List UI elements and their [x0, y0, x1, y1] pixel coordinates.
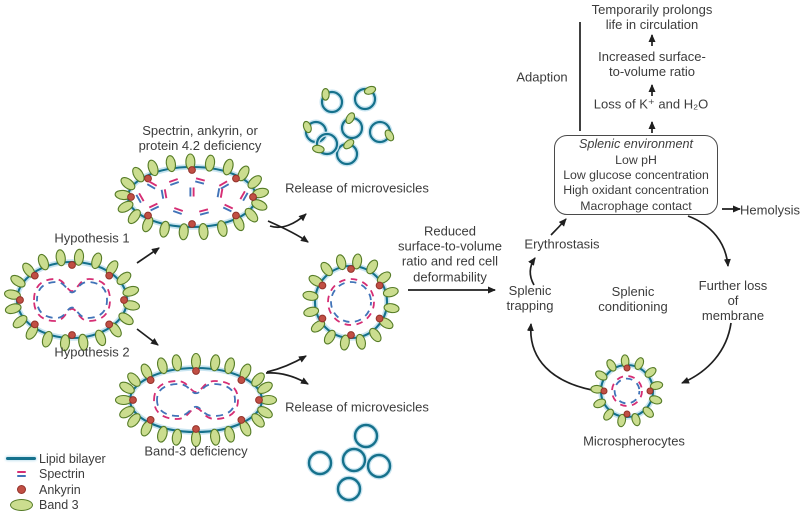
microvesicle [306, 449, 334, 477]
legend-row-spectrin: Spectrin [3, 467, 106, 483]
microvesicle [334, 138, 360, 167]
label-microspherocytes: Microspherocytes [583, 433, 685, 449]
env-box-line-low-ph: Low pH [615, 152, 657, 167]
microvesicle [335, 475, 363, 503]
env-box-title: Splenic environment [578, 137, 694, 152]
microvesicle [319, 87, 345, 115]
env-box-line-macrophage: Macrophage contact [580, 198, 692, 213]
label-erythrostasis: Erythrostasis [524, 236, 600, 252]
legend-label: Spectrin [39, 467, 85, 482]
label-increased-ratio: Increased surface- to-volume ratio [598, 48, 706, 79]
arrow [681, 322, 732, 384]
arrow [687, 215, 731, 267]
arrow [267, 220, 309, 243]
label-temporarily-prolongs: Temporarily prolongs life in circulation [591, 1, 713, 32]
lipid-bilayer-icon [3, 457, 39, 461]
arrow [528, 257, 536, 286]
label-loss-k-h2o: Loss of K⁺ and H₂O [593, 96, 709, 112]
arrow [526, 323, 593, 391]
microvesicle [312, 131, 340, 157]
microvesicle [365, 452, 393, 480]
microvesicle [367, 119, 395, 145]
spectrin-icon [3, 471, 39, 478]
ankyrin-icon [3, 485, 39, 495]
microvesicle [352, 422, 380, 450]
label-reduced-ratio: Reduced surface-to-volume ratio and red … [397, 223, 503, 285]
label-hemolysis: Hemolysis [740, 202, 800, 218]
label-splenic-trapping: Splenic trapping [506, 282, 554, 313]
legend-row-lipid-bilayer: Lipid bilayer [3, 451, 106, 467]
microvesicle [339, 112, 365, 141]
label-release-microvesicles-top: Release of microvesicles [285, 180, 429, 196]
microspherocyte-cell [590, 354, 664, 428]
flow-arrows [136, 22, 741, 391]
microvesicles-bottom [306, 422, 393, 503]
arrow [136, 247, 160, 264]
label-hypothesis-1: Hypothesis 1 [54, 230, 130, 246]
legend-row-band3: Band 3 [3, 498, 106, 514]
microvesicle [340, 446, 368, 474]
arrow [550, 218, 567, 236]
legend-label: Ankyrin [39, 482, 81, 497]
legend-label: Band 3 [39, 498, 79, 513]
microvesicle [352, 85, 378, 112]
spherocyte-cell [302, 253, 400, 351]
label-adaption: Adaption [516, 69, 568, 85]
band3-icon [3, 499, 39, 512]
arrow [269, 213, 307, 229]
microvesicle [302, 119, 329, 145]
arrow [136, 328, 159, 346]
label-further-loss-membrane: Further loss of membrane [698, 278, 768, 324]
normal-red-cell [4, 248, 140, 352]
microvesicles-top [302, 85, 395, 167]
spectrin-deficiency-cell [114, 153, 270, 241]
label-spectrin-ankyrin-deficiency: Spectrin, ankyrin, or protein 4.2 defici… [138, 122, 262, 153]
label-release-microvesicles-bottom: Release of microvesicles [285, 399, 429, 415]
legend: Lipid bilayer Spectrin Ankyrin Band 3 [3, 451, 106, 513]
arrow [265, 372, 309, 385]
label-band3-deficiency: Band-3 deficiency [144, 443, 248, 459]
legend-row-ankyrin: Ankyrin [3, 482, 106, 498]
arrow [266, 355, 307, 373]
label-hypothesis-2: Hypothesis 2 [54, 344, 130, 360]
band3-deficiency-cell [114, 352, 278, 448]
label-splenic-conditioning: Splenic conditioning [598, 283, 668, 314]
env-box-line-low-glucose: Low glucose concentration [563, 167, 709, 182]
env-box-line-high-oxidant: High oxidant concentration [563, 183, 709, 198]
splenic-environment-box: Splenic environment Low pH Low glucose c… [554, 135, 718, 215]
legend-label: Lipid bilayer [39, 451, 106, 466]
